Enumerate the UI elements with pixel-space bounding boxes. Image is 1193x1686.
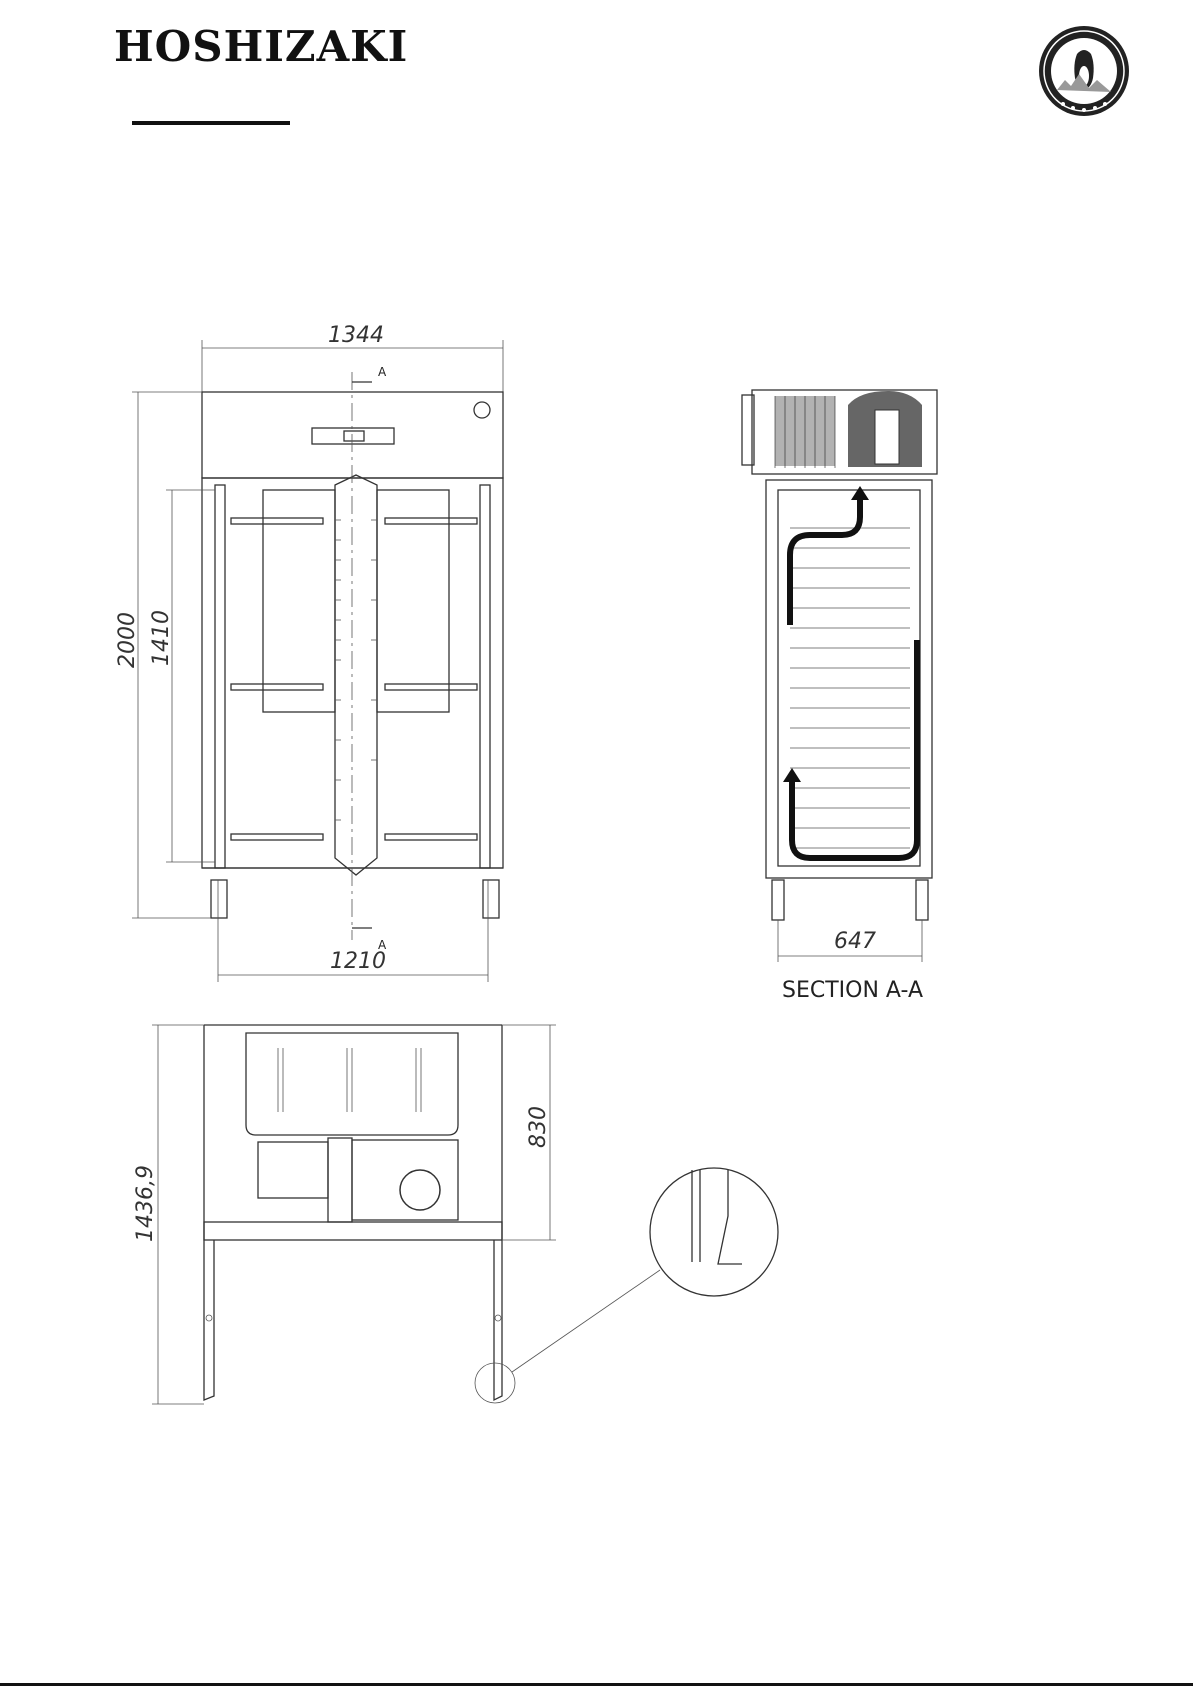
section-title: SECTION A-A — [782, 978, 923, 1003]
dim-depth: 647 — [834, 929, 876, 954]
airflow-arrow-icon — [783, 486, 917, 858]
dim-width-overall: 1344 — [328, 323, 384, 348]
front-view: 1344 — [115, 323, 503, 982]
dim-width-doors: 1210 — [330, 949, 386, 974]
dim-height-overall: 2000 — [115, 612, 140, 668]
top-view: 1436,9 830 — [133, 1025, 778, 1404]
dim-door-height: 1410 — [149, 610, 174, 666]
dim-depth-total: 1436,9 — [133, 1165, 158, 1242]
section-mark-top: A — [378, 365, 387, 379]
dim-depth-body: 830 — [526, 1106, 551, 1148]
section-view: 647 SECTION A-A — [742, 390, 937, 1003]
